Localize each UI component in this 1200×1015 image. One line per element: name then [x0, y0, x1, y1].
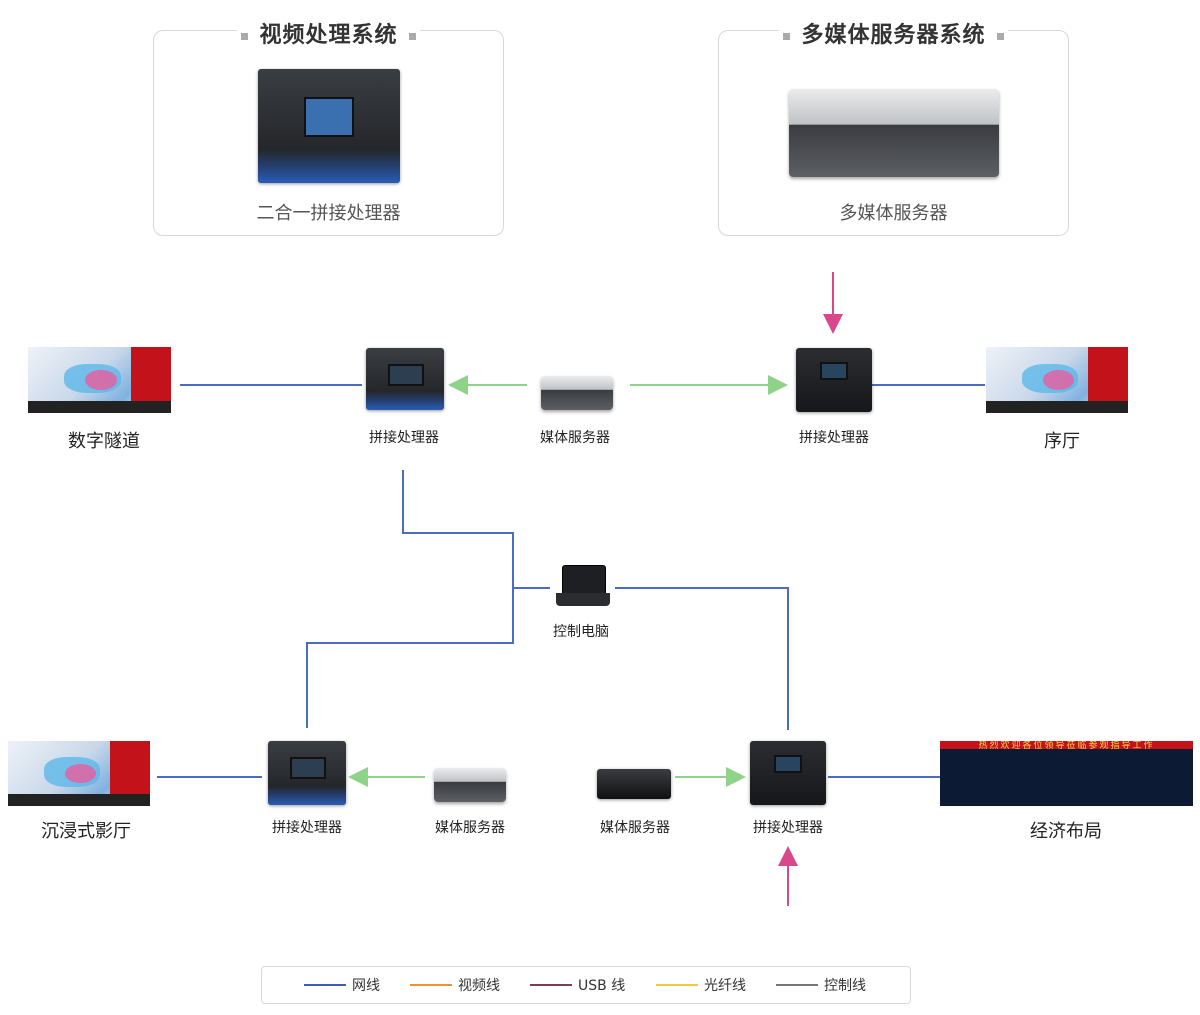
legend-swatch-control [776, 984, 818, 986]
legend-item-usb: USB 线 [530, 967, 625, 1003]
immersive-cinema-image [8, 741, 150, 806]
legend-swatch-network [304, 984, 346, 986]
splicer-bottom-left-label: 拼接处理器 [272, 820, 342, 836]
splicer-top-left-image [366, 348, 444, 410]
immersive-cinema-label: 沉浸式影厅 [41, 821, 131, 842]
net-line-tree [306, 470, 514, 728]
net-line-pc-right [615, 587, 789, 730]
splicer-top-right-label: 拼接处理器 [799, 430, 869, 446]
multimedia-server-image [789, 89, 999, 177]
video-processing-panel: 视频处理系统 二合一拼接处理器 [153, 23, 504, 236]
splicer-bottom-right-label: 拼接处理器 [753, 820, 823, 836]
two-in-one-splicer-image [258, 69, 400, 183]
media-server-bottom-left-label: 媒体服务器 [435, 820, 505, 836]
economic-layout-label: 经济布局 [1030, 821, 1102, 842]
prelude-hall-label: 序厅 [1044, 431, 1080, 452]
legend-swatch-fiber [656, 984, 698, 986]
economic-screen-banner: 热烈欢迎各位领导莅临参观指导工作 [940, 741, 1193, 751]
splicer-bottom-left-image [268, 741, 346, 805]
legend-item-control: 控制线 [776, 967, 866, 1003]
legend: 网线 视频线 USB 线 光纤线 控制线 [261, 966, 911, 1004]
media-server-top-image [541, 376, 613, 410]
legend-swatch-video [410, 984, 452, 986]
media-server-bottom-right-image [597, 769, 671, 799]
legend-swatch-usb [530, 984, 572, 986]
economic-layout-screen: 热烈欢迎各位领导莅临参观指导工作 [940, 741, 1193, 806]
splicer-top-right-image [796, 348, 872, 412]
prelude-hall-image [986, 347, 1128, 413]
splicer-bottom-right-image [750, 741, 826, 805]
media-server-top-label: 媒体服务器 [540, 430, 610, 446]
splicer-top-left-label: 拼接处理器 [369, 430, 439, 446]
legend-item-network: 网线 [304, 967, 380, 1003]
video-panel-caption: 二合一拼接处理器 [256, 203, 401, 224]
media-server-bottom-left-image [434, 768, 506, 802]
media-panel-title: 多媒体服务器系统 [779, 23, 1008, 48]
digital-tunnel-image [28, 347, 171, 413]
video-panel-title: 视频处理系统 [237, 23, 420, 48]
media-server-bottom-right-label: 媒体服务器 [600, 820, 670, 836]
digital-tunnel-label: 数字隧道 [68, 431, 140, 452]
legend-item-fiber: 光纤线 [656, 967, 746, 1003]
media-panel-caption: 多媒体服务器 [839, 203, 948, 224]
legend-item-video: 视频线 [410, 967, 500, 1003]
control-pc-image [562, 565, 606, 595]
multimedia-server-panel: 多媒体服务器系统 多媒体服务器 [718, 23, 1069, 236]
control-pc-label: 控制电脑 [553, 624, 609, 640]
